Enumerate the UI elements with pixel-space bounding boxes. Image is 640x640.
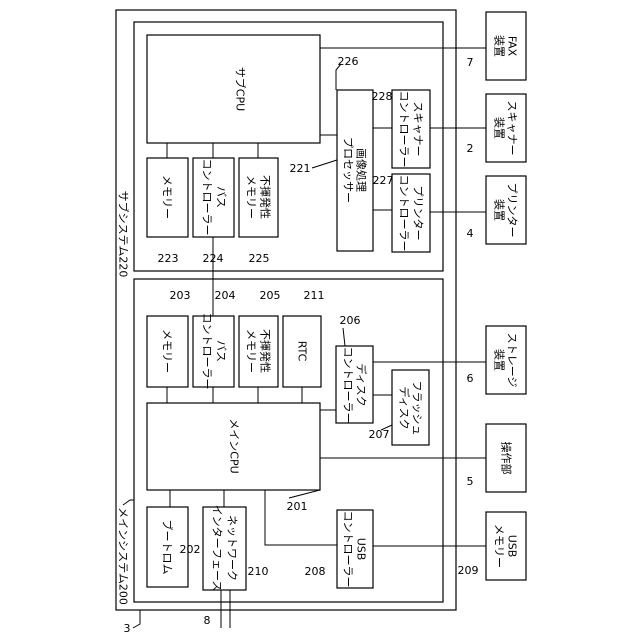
operation-unit-label: 操作部: [500, 442, 514, 475]
ref-network: 8: [204, 614, 211, 627]
operation-unit-device: 操作部: [486, 424, 526, 492]
ref-operation-unit: 5: [467, 475, 474, 488]
scanner-device-label-2: 装置: [493, 117, 506, 139]
sub-bus-label-2: コントローラー: [201, 159, 214, 236]
scanner-controller-label-1: スキャナー: [412, 102, 425, 157]
main-nvmem-block: 不揮発性 メモリー: [239, 316, 278, 387]
sub-bus-controller-block: バス コントローラー: [193, 158, 234, 237]
printer-device-label-1: プリンター: [506, 183, 519, 238]
main-nvmem-label-1: 不揮発性: [259, 329, 273, 373]
image-processor-label-2: プロセッサー: [342, 137, 355, 203]
ref-printer-device: 4: [467, 227, 474, 240]
ref-rtc: 211: [304, 289, 325, 302]
ref-storage-device: 6: [467, 372, 474, 385]
ref-sub-cpu: 226: [338, 55, 359, 68]
main-bus-controller-block: バス コントローラー: [193, 313, 234, 390]
main-memory-block: メモリー: [147, 316, 188, 387]
ref-boot-rom: 202: [180, 543, 201, 556]
scanner-controller-label-2: コントローラー: [398, 91, 411, 168]
usb-controller-label-2: コントローラー: [342, 511, 355, 588]
ref-usb-memory: 209: [458, 564, 479, 577]
sub-nvmem-label-2: メモリー: [245, 175, 258, 219]
main-bus-label-1: バス: [215, 340, 228, 362]
network-interface-label-2: インターフェース: [211, 505, 224, 592]
sub-memory-block: メモリー: [147, 158, 188, 237]
rtc-block: RTC: [283, 316, 321, 387]
ref-sub-bus: 224: [203, 252, 224, 265]
usb-controller-block: USB コントローラー: [337, 510, 373, 588]
sub-nvmem-label-1: 不揮発性: [259, 175, 273, 219]
image-processor-label-1: 画像処理: [355, 148, 368, 192]
sub-bus-label-1: バス: [215, 186, 228, 208]
main-nvmem-label-2: メモリー: [245, 329, 258, 373]
printer-device-label-2: 装置: [493, 199, 506, 221]
main-cpu-block: メインCPU: [147, 403, 320, 490]
disk-controller-label-2: コントローラー: [342, 347, 355, 424]
subsystem-title: サブシステム220: [117, 191, 131, 278]
image-processor-block: 画像処理 プロセッサー: [337, 90, 373, 251]
main-system-title: メインシステム200: [117, 507, 130, 605]
fax-label-2: 装置: [493, 35, 506, 57]
network-interface-block: ネットワーク インターフェース: [203, 505, 246, 592]
flash-disk-label-2: ディスク: [398, 386, 412, 429]
flash-disk-block: フラッシュ ディスク: [392, 370, 429, 445]
usb-memory-label-1: USB: [506, 535, 519, 558]
storage-device-label-1: ストレージ: [506, 333, 519, 388]
network-interface-label-1: ネットワーク: [226, 515, 239, 581]
main-memory-label: メモリー: [161, 329, 174, 373]
printer-device: プリンター 装置: [486, 176, 526, 244]
usb-memory-device: USB メモリー: [486, 512, 526, 580]
scanner-device: スキャナー 装置: [486, 94, 526, 162]
printer-controller-label-1: プリンター: [412, 186, 425, 241]
printer-controller-label-2: コントローラー: [398, 175, 411, 252]
ref-apparatus: 3: [124, 622, 131, 635]
sub-cpu-label: サブCPU: [234, 67, 248, 111]
ref-main-bus: 204: [215, 289, 236, 302]
ref-flash-disk: 207: [369, 428, 390, 441]
storage-device: ストレージ 装置: [486, 326, 526, 394]
usb-controller-label-1: USB: [355, 538, 368, 561]
ref-printer-controller: 227: [373, 174, 394, 187]
printer-controller-block: プリンター コントローラー: [392, 174, 430, 252]
ref-sub-memory: 223: [158, 252, 179, 265]
ref-scanner-controller: 228: [372, 90, 393, 103]
ref-image-processor: 221: [290, 162, 311, 175]
scanner-controller-block: スキャナー コントローラー: [392, 90, 430, 168]
main-system-title-leader: [123, 500, 134, 505]
scanner-device-label-1: スキャナー: [506, 101, 519, 156]
sub-nvmem-block: 不揮発性 メモリー: [239, 158, 278, 237]
ref-sub-nvmem: 225: [249, 252, 270, 265]
storage-device-label-2: 装置: [493, 349, 506, 371]
ref-disk-controller: 206: [340, 314, 361, 327]
ref-main-nvmem: 205: [260, 289, 281, 302]
ref-usb-controller: 208: [305, 565, 326, 578]
ref-main-memory: 203: [170, 289, 191, 302]
sub-memory-label: メモリー: [161, 175, 174, 219]
main-bus-label-2: コントローラー: [201, 313, 214, 390]
fax-label-1: FAX: [506, 36, 519, 57]
disk-controller-block: ディスク コントローラー: [336, 346, 373, 424]
sub-cpu-block: サブCPU: [147, 35, 320, 143]
ref-network-interface: 210: [248, 565, 269, 578]
disk-controller-label-1: ディスク: [355, 363, 369, 406]
ref-main-cpu: 201: [287, 500, 308, 513]
ref-scanner-device: 2: [467, 142, 474, 155]
boot-rom-label: ブートロム: [161, 520, 175, 575]
main-cpu-label: メインCPU: [228, 418, 241, 473]
flash-disk-label-1: フラッシュ: [411, 381, 424, 436]
fax-device: FAX 装置: [486, 12, 526, 80]
rtc-label: RTC: [296, 341, 309, 362]
ref-fax: 7: [467, 56, 474, 69]
usb-memory-label-2: メモリー: [493, 524, 506, 568]
